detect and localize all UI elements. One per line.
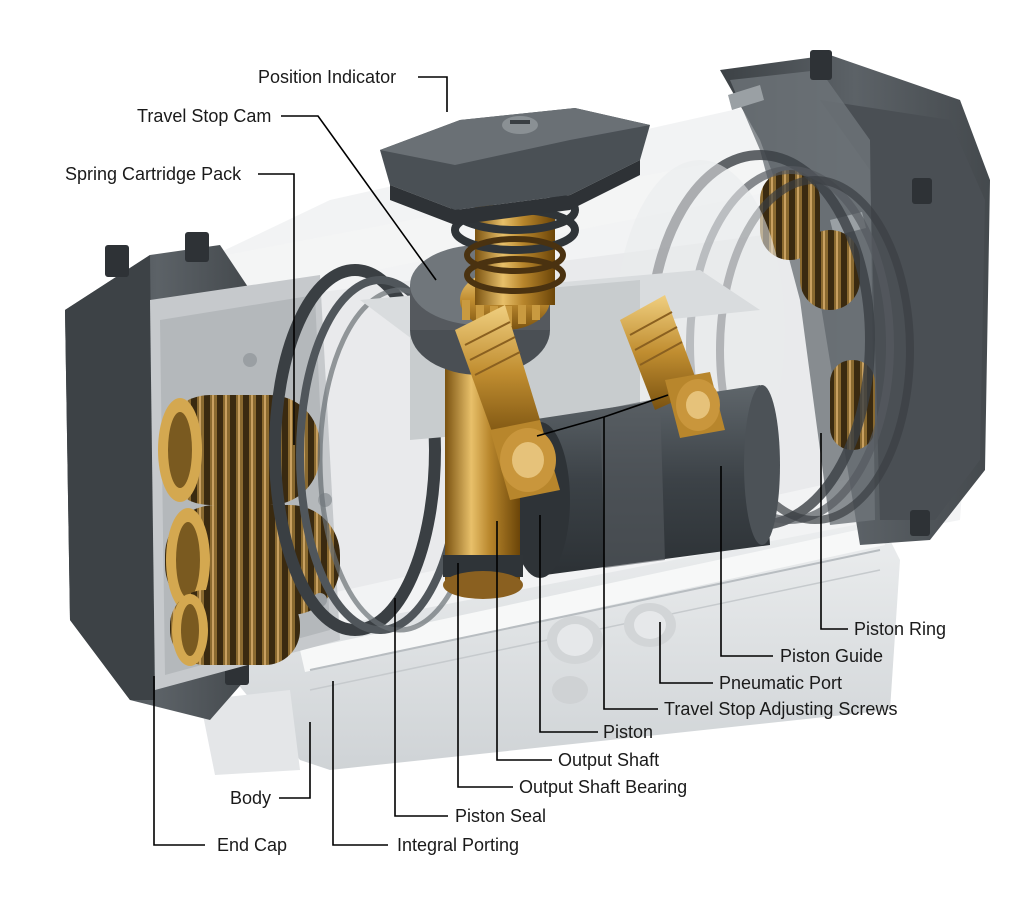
label-output-shaft-bearing: Output Shaft Bearing <box>519 777 688 797</box>
label-pneumatic-port: Pneumatic Port <box>719 673 843 693</box>
label-output-shaft: Output Shaft <box>558 750 660 770</box>
position-indicator-part <box>380 108 650 225</box>
adjusting-screws <box>455 295 725 500</box>
left-springs <box>158 353 340 666</box>
leader-travel-stop-screws-a <box>603 417 658 710</box>
label-travel-stop-adjusting-screws: Travel Stop Adjusting Screws <box>664 699 898 719</box>
leader-end-cap <box>153 676 205 846</box>
label-body: Body <box>230 788 272 808</box>
label-integral-porting: Integral Porting <box>397 835 520 855</box>
label-end-cap: End Cap <box>217 835 288 855</box>
leader-spring-cartridge-pack <box>258 173 295 445</box>
label-spring-cartridge-pack: Spring Cartridge Pack <box>65 164 242 184</box>
leader-integral-porting <box>332 681 388 846</box>
leader-travel-stop-screws-c <box>536 416 605 437</box>
label-position-indicator: Position Indicator <box>258 67 397 87</box>
leader-travel-stop-screws-b <box>603 394 669 418</box>
label-travel-stop-cam: Travel Stop Cam <box>137 106 272 126</box>
leader-lines <box>153 76 848 846</box>
leader-output-shaft <box>496 521 552 761</box>
leader-piston-seal <box>394 598 448 817</box>
leader-body <box>279 722 311 799</box>
label-piston: Piston <box>603 722 654 742</box>
leader-position-indicator <box>418 76 448 112</box>
leader-piston-ring <box>820 433 848 630</box>
label-piston-guide: Piston Guide <box>780 646 884 666</box>
leader-piston-guide <box>720 466 773 657</box>
leader-output-shaft-bearing <box>457 563 513 788</box>
leader-piston <box>539 515 598 733</box>
label-piston-seal: Piston Seal <box>455 806 547 826</box>
label-piston-ring: Piston Ring <box>854 619 947 639</box>
leader-pneumatic-port <box>659 622 713 684</box>
port-group <box>547 603 676 704</box>
leader-travel-stop-cam <box>281 115 437 281</box>
